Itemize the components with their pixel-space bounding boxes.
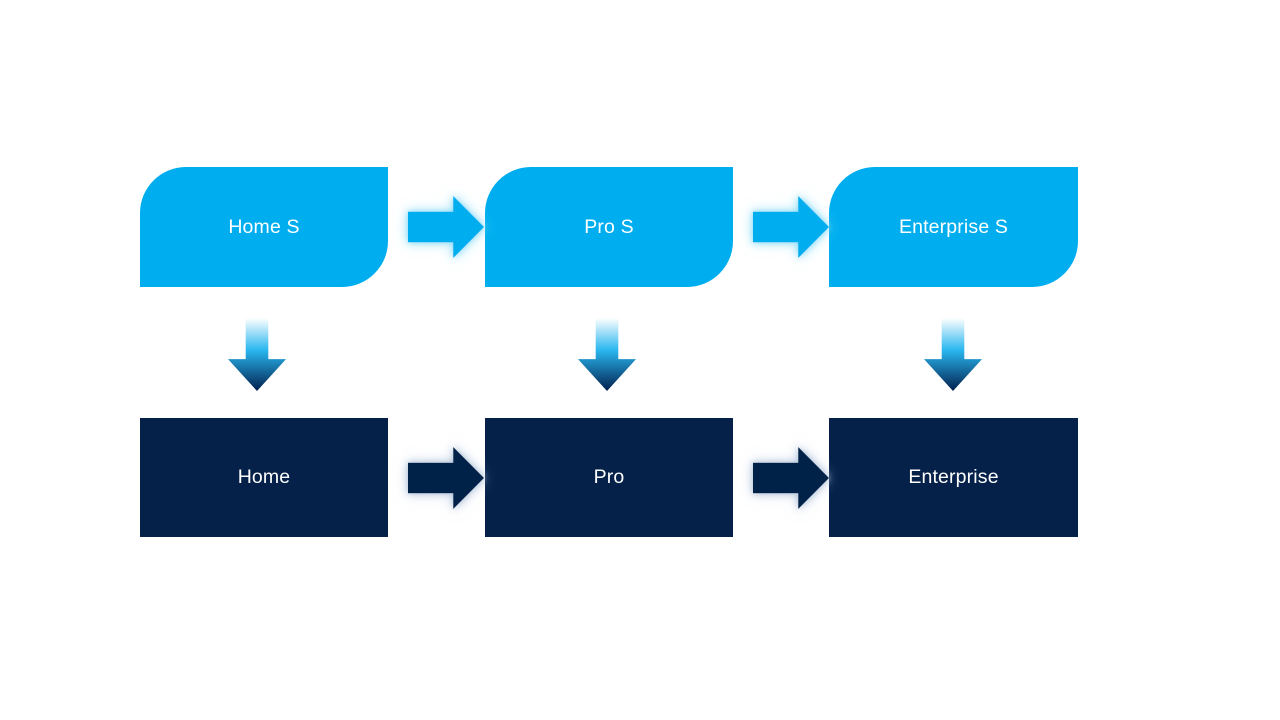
node-pro[interactable]: Pro — [485, 418, 733, 537]
node-pro-s-label: Pro S — [584, 215, 634, 238]
arrow-right-icon-pro-to-enterprise — [741, 435, 841, 521]
node-pro-s[interactable]: Pro S — [485, 167, 733, 287]
node-home-label: Home — [237, 466, 291, 489]
node-enterprise[interactable]: Enterprise — [829, 418, 1078, 537]
arrow-down-icon-home-s-to-home — [228, 306, 286, 391]
node-home[interactable]: Home — [140, 418, 388, 537]
arrow-right-icon-home-s-to-pro-s — [396, 184, 496, 270]
node-home-s-label: Home S — [228, 215, 300, 238]
arrow-down-icon-enterprise-s-to-enterprise — [924, 306, 982, 391]
arrow-right-icon-pro-s-to-enterprise-s — [741, 184, 841, 270]
node-enterprise-label: Enterprise — [908, 466, 999, 489]
node-home-s[interactable]: Home S — [140, 167, 388, 287]
arrow-down-icon-pro-s-to-pro — [578, 306, 636, 391]
node-pro-label: Pro — [593, 466, 625, 489]
arrow-right-icon-home-to-pro — [396, 435, 496, 521]
node-enterprise-s-label: Enterprise S — [898, 215, 1009, 238]
node-enterprise-s[interactable]: Enterprise S — [829, 167, 1078, 287]
